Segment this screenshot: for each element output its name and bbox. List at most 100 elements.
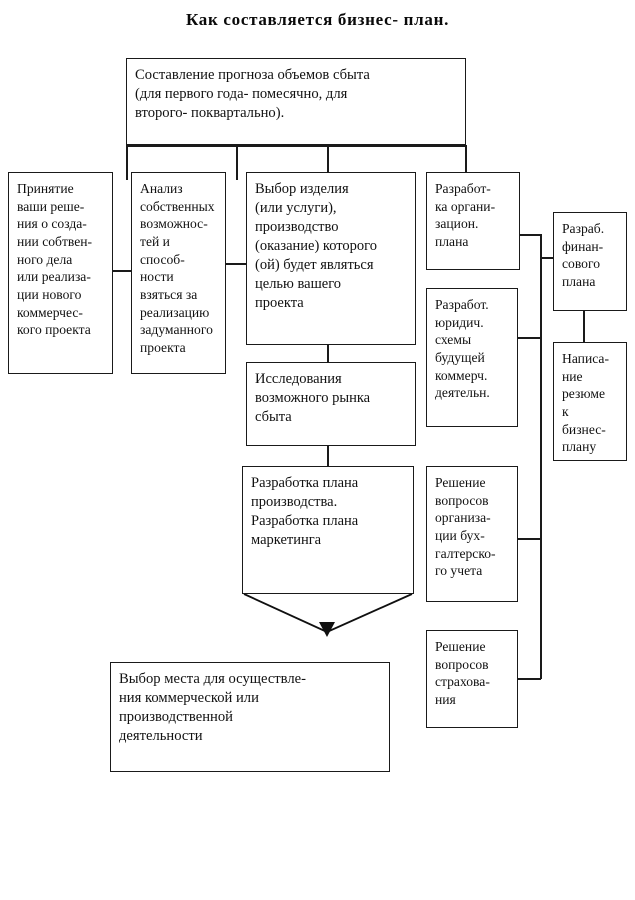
- node-accounting-line-0: Решение: [435, 475, 486, 490]
- node-summary-line-3: к: [562, 404, 569, 420]
- node-location-choice-line-0: Выбор места для осуществле-: [119, 671, 307, 687]
- node-market-research-line-2: сбыта: [255, 408, 292, 425]
- node-analysis-line-6: реализацию: [140, 304, 210, 320]
- node-decision-line-1: ваши реше-: [17, 198, 85, 214]
- node-insurance-line-2: страхова-: [435, 674, 490, 690]
- node-decision-line-0: Принятие: [17, 181, 74, 196]
- node-product-choice-line-3: (оказание) которого: [255, 237, 378, 254]
- node-financial-plan[interactable]: Разраб. финан- сового плана: [553, 212, 627, 311]
- page-title: Как составляется бизнес- план.: [185, 10, 450, 29]
- node-analysis-line-3: тей и способ-: [140, 234, 185, 267]
- connector-spine-to-decision: [126, 145, 128, 180]
- connector-insurance-to-trunk: [518, 678, 541, 680]
- node-decision-line-3: нии собтвен-: [17, 234, 93, 250]
- node-analysis-line-8: проекта: [140, 340, 186, 356]
- connector-accounting-to-trunk: [518, 538, 541, 540]
- node-production-plan-line-3: маркетинга: [251, 531, 322, 548]
- connector-spine-to-analysis: [236, 145, 238, 180]
- node-decision-line-4: ного дела: [17, 251, 73, 267]
- node-org-plan[interactable]: Разработ- ка органи- зацион. плана: [426, 172, 520, 270]
- connector-analysis-to-product: [226, 263, 246, 265]
- node-summary-line-1: ние: [562, 368, 583, 384]
- node-product-choice[interactable]: Выбор изделия (или услуги), производство…: [246, 172, 416, 345]
- node-org-plan-line-1: ка органи-: [435, 198, 496, 214]
- connector-decision-to-analysis: [113, 270, 131, 272]
- node-decision-line-8: кого проекта: [17, 322, 91, 338]
- node-production-plan-line-1: производства.: [251, 493, 338, 510]
- node-production-plan-line-0: Разработка плана: [251, 475, 359, 491]
- node-insurance-line-1: вопросов: [435, 656, 489, 672]
- node-summary-line-0: Написа-: [562, 351, 609, 366]
- node-forecast[interactable]: Составление прогноза объемов сбыта (для …: [126, 58, 466, 145]
- node-product-choice-line-1: (или услуги),: [255, 199, 337, 216]
- node-legal-scheme-line-0: Разработ.: [435, 297, 489, 312]
- node-summary[interactable]: Написа- ние резюме к бизнес- плану: [553, 342, 627, 461]
- node-summary-line-4: бизнес-: [562, 421, 606, 437]
- node-insurance-line-0: Решение: [435, 639, 486, 654]
- node-legal-scheme-line-2: схемы: [435, 332, 472, 348]
- node-decision-line-5: или реализа-: [17, 269, 91, 285]
- node-analysis-line-7: задуманного: [140, 322, 213, 338]
- connector-spine-top: [126, 145, 466, 147]
- node-analysis-line-4: ности: [140, 269, 174, 285]
- node-legal-scheme-line-1: юридич.: [435, 314, 484, 330]
- node-location-choice-line-1: ния коммерческой или: [119, 690, 259, 707]
- node-insurance-line-3: ния: [435, 692, 456, 708]
- connector-financial-to-summary: [583, 311, 585, 342]
- node-location-choice-line-3: деятельности: [119, 728, 203, 745]
- node-location-choice-line-2: производственной: [119, 709, 233, 726]
- node-location-choice[interactable]: Выбор места для осуществле- ния коммерче…: [110, 662, 390, 772]
- arrowhead-to-location: [319, 622, 335, 637]
- node-org-plan-line-3: плана: [435, 234, 469, 250]
- node-accounting-line-5: го учета: [435, 563, 483, 579]
- connector-product-to-research: [327, 345, 329, 362]
- node-decision[interactable]: Принятие ваши реше- ния о созда- нии соб…: [8, 172, 113, 374]
- connector-right-trunk-upper: [540, 234, 542, 258]
- node-forecast-line-2: второго- поквартально).: [135, 105, 285, 122]
- node-product-choice-line-0: Выбор изделия: [255, 181, 349, 197]
- connector-legal-to-trunk: [518, 337, 541, 339]
- node-legal-scheme-line-4: коммерч.: [435, 367, 488, 383]
- node-decision-line-6: ции нового: [17, 287, 82, 303]
- node-product-choice-line-2: производство: [255, 218, 339, 235]
- node-forecast-line-1: (для первого года- помесячно, для: [135, 86, 348, 103]
- node-product-choice-line-5: целью вашего: [255, 275, 342, 292]
- node-analysis-line-2: возможнос-: [140, 216, 208, 232]
- node-analysis-line-5: взяться за: [140, 287, 198, 303]
- node-market-research-line-0: Исследования: [255, 371, 342, 387]
- connector-research-to-production: [327, 446, 329, 466]
- node-financial-plan-line-2: сового: [562, 256, 600, 272]
- node-insurance[interactable]: Решение вопросов страхова- ния: [426, 630, 518, 728]
- node-summary-line-2: резюме: [562, 386, 605, 402]
- node-market-research[interactable]: Исследования возможного рынка сбыта: [246, 362, 416, 446]
- node-accounting[interactable]: Решение вопросов организа- ции бух- галт…: [426, 466, 518, 602]
- node-decision-line-2: ния о созда-: [17, 216, 87, 232]
- node-product-choice-line-4: (ой) будет являться: [255, 256, 374, 273]
- node-legal-scheme[interactable]: Разработ. юридич. схемы будущей коммерч.…: [426, 288, 518, 427]
- node-legal-scheme-line-5: деятельн.: [435, 385, 490, 401]
- connector-right-trunk-long: [540, 257, 542, 679]
- node-analysis-line-1: собственных: [140, 198, 215, 214]
- node-production-plan-line-2: Разработка плана: [251, 512, 359, 529]
- node-accounting-line-1: вопросов: [435, 492, 489, 508]
- node-analysis-line-0: Анализ: [140, 181, 183, 196]
- connector-spine-to-orgplan: [465, 145, 467, 180]
- connector-forecast-to-product: [327, 145, 329, 180]
- node-product-choice-line-6: проекта: [255, 294, 304, 311]
- node-financial-plan-line-3: плана: [562, 274, 596, 290]
- node-analysis[interactable]: Анализ собственных возможнос- тей и спос…: [131, 172, 226, 374]
- node-accounting-line-3: ции бух-: [435, 528, 485, 544]
- node-legal-scheme-line-3: будущей: [435, 350, 485, 366]
- connector-orgplan-to-trunk: [520, 234, 542, 236]
- node-market-research-line-1: возможного рынка: [255, 389, 371, 406]
- connector-trunk-to-financial: [540, 257, 553, 259]
- node-decision-line-7: коммерчес-: [17, 304, 83, 320]
- node-financial-plan-line-1: финан-: [562, 238, 604, 254]
- node-org-plan-line-2: зацион.: [435, 216, 479, 232]
- node-production-plan[interactable]: Разработка плана производства. Разработк…: [242, 466, 414, 594]
- node-financial-plan-line-0: Разраб.: [562, 221, 605, 236]
- node-summary-line-5: плану: [562, 439, 597, 455]
- node-forecast-line-0: Составление прогноза объемов сбыта: [135, 67, 370, 83]
- node-accounting-line-4: галтерско-: [435, 545, 496, 561]
